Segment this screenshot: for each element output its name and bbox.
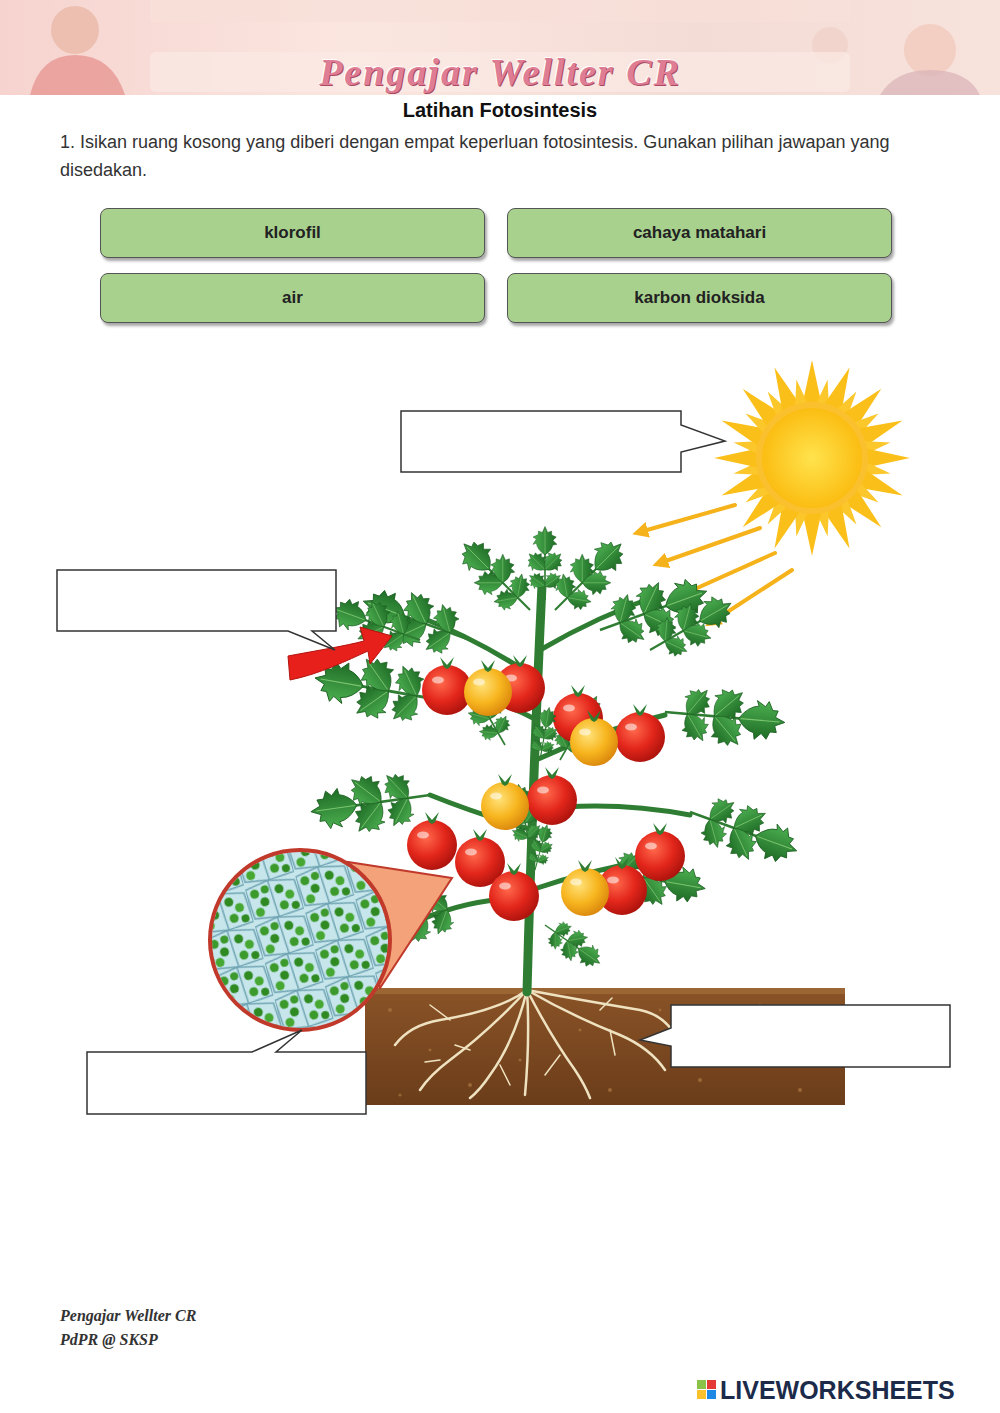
- tomato-plant: [635, 823, 685, 881]
- tomato-plant: [489, 863, 539, 921]
- header-banner: [150, 0, 850, 22]
- header-banner: [0, 0, 1000, 95]
- answer-callout: [87, 1030, 366, 1114]
- tomato-plant: [422, 657, 472, 715]
- tomato-plant: [407, 812, 457, 870]
- worksheet-title: Latihan Fotosintesis: [0, 97, 1000, 123]
- tomato-plant: [533, 908, 611, 980]
- instruction-text: 1. Isikan ruang kosong yang diberi denga…: [60, 128, 945, 184]
- roots: [470, 990, 527, 1098]
- answer-option-box: air: [100, 273, 485, 323]
- tomato-plant: [415, 585, 690, 992]
- soil: [519, 1059, 522, 1062]
- soil: [399, 1094, 402, 1097]
- tomato-plant: [521, 821, 561, 874]
- header-banner: [51, 6, 99, 54]
- option-label: karbon dioksida: [634, 287, 764, 309]
- option-text-group: klorofil: [264, 222, 321, 244]
- tomato-plant: [561, 860, 609, 916]
- sun: [756, 402, 868, 514]
- soil: [798, 1088, 802, 1092]
- soil: [388, 1008, 392, 1012]
- tomato-plant: [535, 524, 642, 631]
- sunlight-arrows: [660, 528, 760, 563]
- roots: [395, 990, 672, 1098]
- tomato-plant: [464, 660, 512, 716]
- tomato-plant: [678, 779, 809, 883]
- soil: [579, 1029, 582, 1032]
- logo-icon: [697, 1390, 706, 1399]
- header-banner: [0, 0, 1000, 95]
- answer-callout: [57, 411, 950, 1114]
- chloroplast-magnifier: [192, 832, 408, 1048]
- option-text-group: karbon dioksida: [634, 287, 764, 309]
- soil: [659, 1009, 662, 1012]
- answer-option-box: cahaya matahari: [507, 208, 892, 258]
- watermark-logo: LIVEWORKSHEETS: [720, 1376, 995, 1404]
- answer-callout: [640, 1005, 950, 1067]
- logo-icon: [707, 1380, 716, 1389]
- soil: [365, 988, 845, 994]
- tomato-plant: [662, 675, 788, 759]
- soil: [429, 1049, 432, 1052]
- header-banner: [904, 24, 956, 76]
- sunlight-arrows: [640, 505, 735, 532]
- roots: [425, 998, 615, 1085]
- tomato-plant: [636, 578, 746, 674]
- roots: [395, 990, 527, 1045]
- option-text-group: cahaya matahari: [633, 222, 766, 244]
- option-label: air: [282, 287, 303, 309]
- option-label: klorofil: [264, 222, 321, 244]
- option-text-group: air: [282, 287, 303, 309]
- answer-option-box: karbon dioksida: [507, 273, 892, 323]
- sun: [714, 360, 910, 556]
- tomato-plant: [615, 704, 665, 762]
- roots: [525, 990, 528, 1095]
- logo-icon: [697, 1380, 716, 1399]
- answer-callout: [401, 411, 725, 472]
- chloroplast-magnifier: [210, 850, 390, 1030]
- banner-text: Pengajar Wellter CR: [0, 52, 1000, 92]
- sunlight-arrows: [686, 553, 775, 593]
- soil: [698, 1078, 702, 1082]
- footer-author: Pengajar Wellter CR: [60, 1306, 360, 1326]
- logo-icon: [697, 1380, 706, 1389]
- sun: [762, 408, 862, 508]
- tomato-plant: [481, 774, 529, 830]
- header-banner: [30, 55, 125, 95]
- tomato-plant: [527, 767, 577, 825]
- tomato-plant: [444, 524, 551, 631]
- option-label: cahaya matahari: [633, 222, 766, 244]
- soil: [608, 1088, 612, 1092]
- soil: [468, 1083, 472, 1087]
- header-banner: [880, 70, 980, 95]
- chloroplast-magnifier: [192, 832, 452, 1048]
- answer-callout: [57, 570, 336, 650]
- logo-icon: [707, 1390, 716, 1399]
- footer-note: PdPR @ SKSP: [60, 1330, 360, 1350]
- tomato-plant: [570, 710, 618, 766]
- chloroplast-magnifier: [192, 832, 408, 1048]
- answer-option-box: klorofil: [100, 208, 485, 258]
- tomato-plant: [524, 705, 566, 763]
